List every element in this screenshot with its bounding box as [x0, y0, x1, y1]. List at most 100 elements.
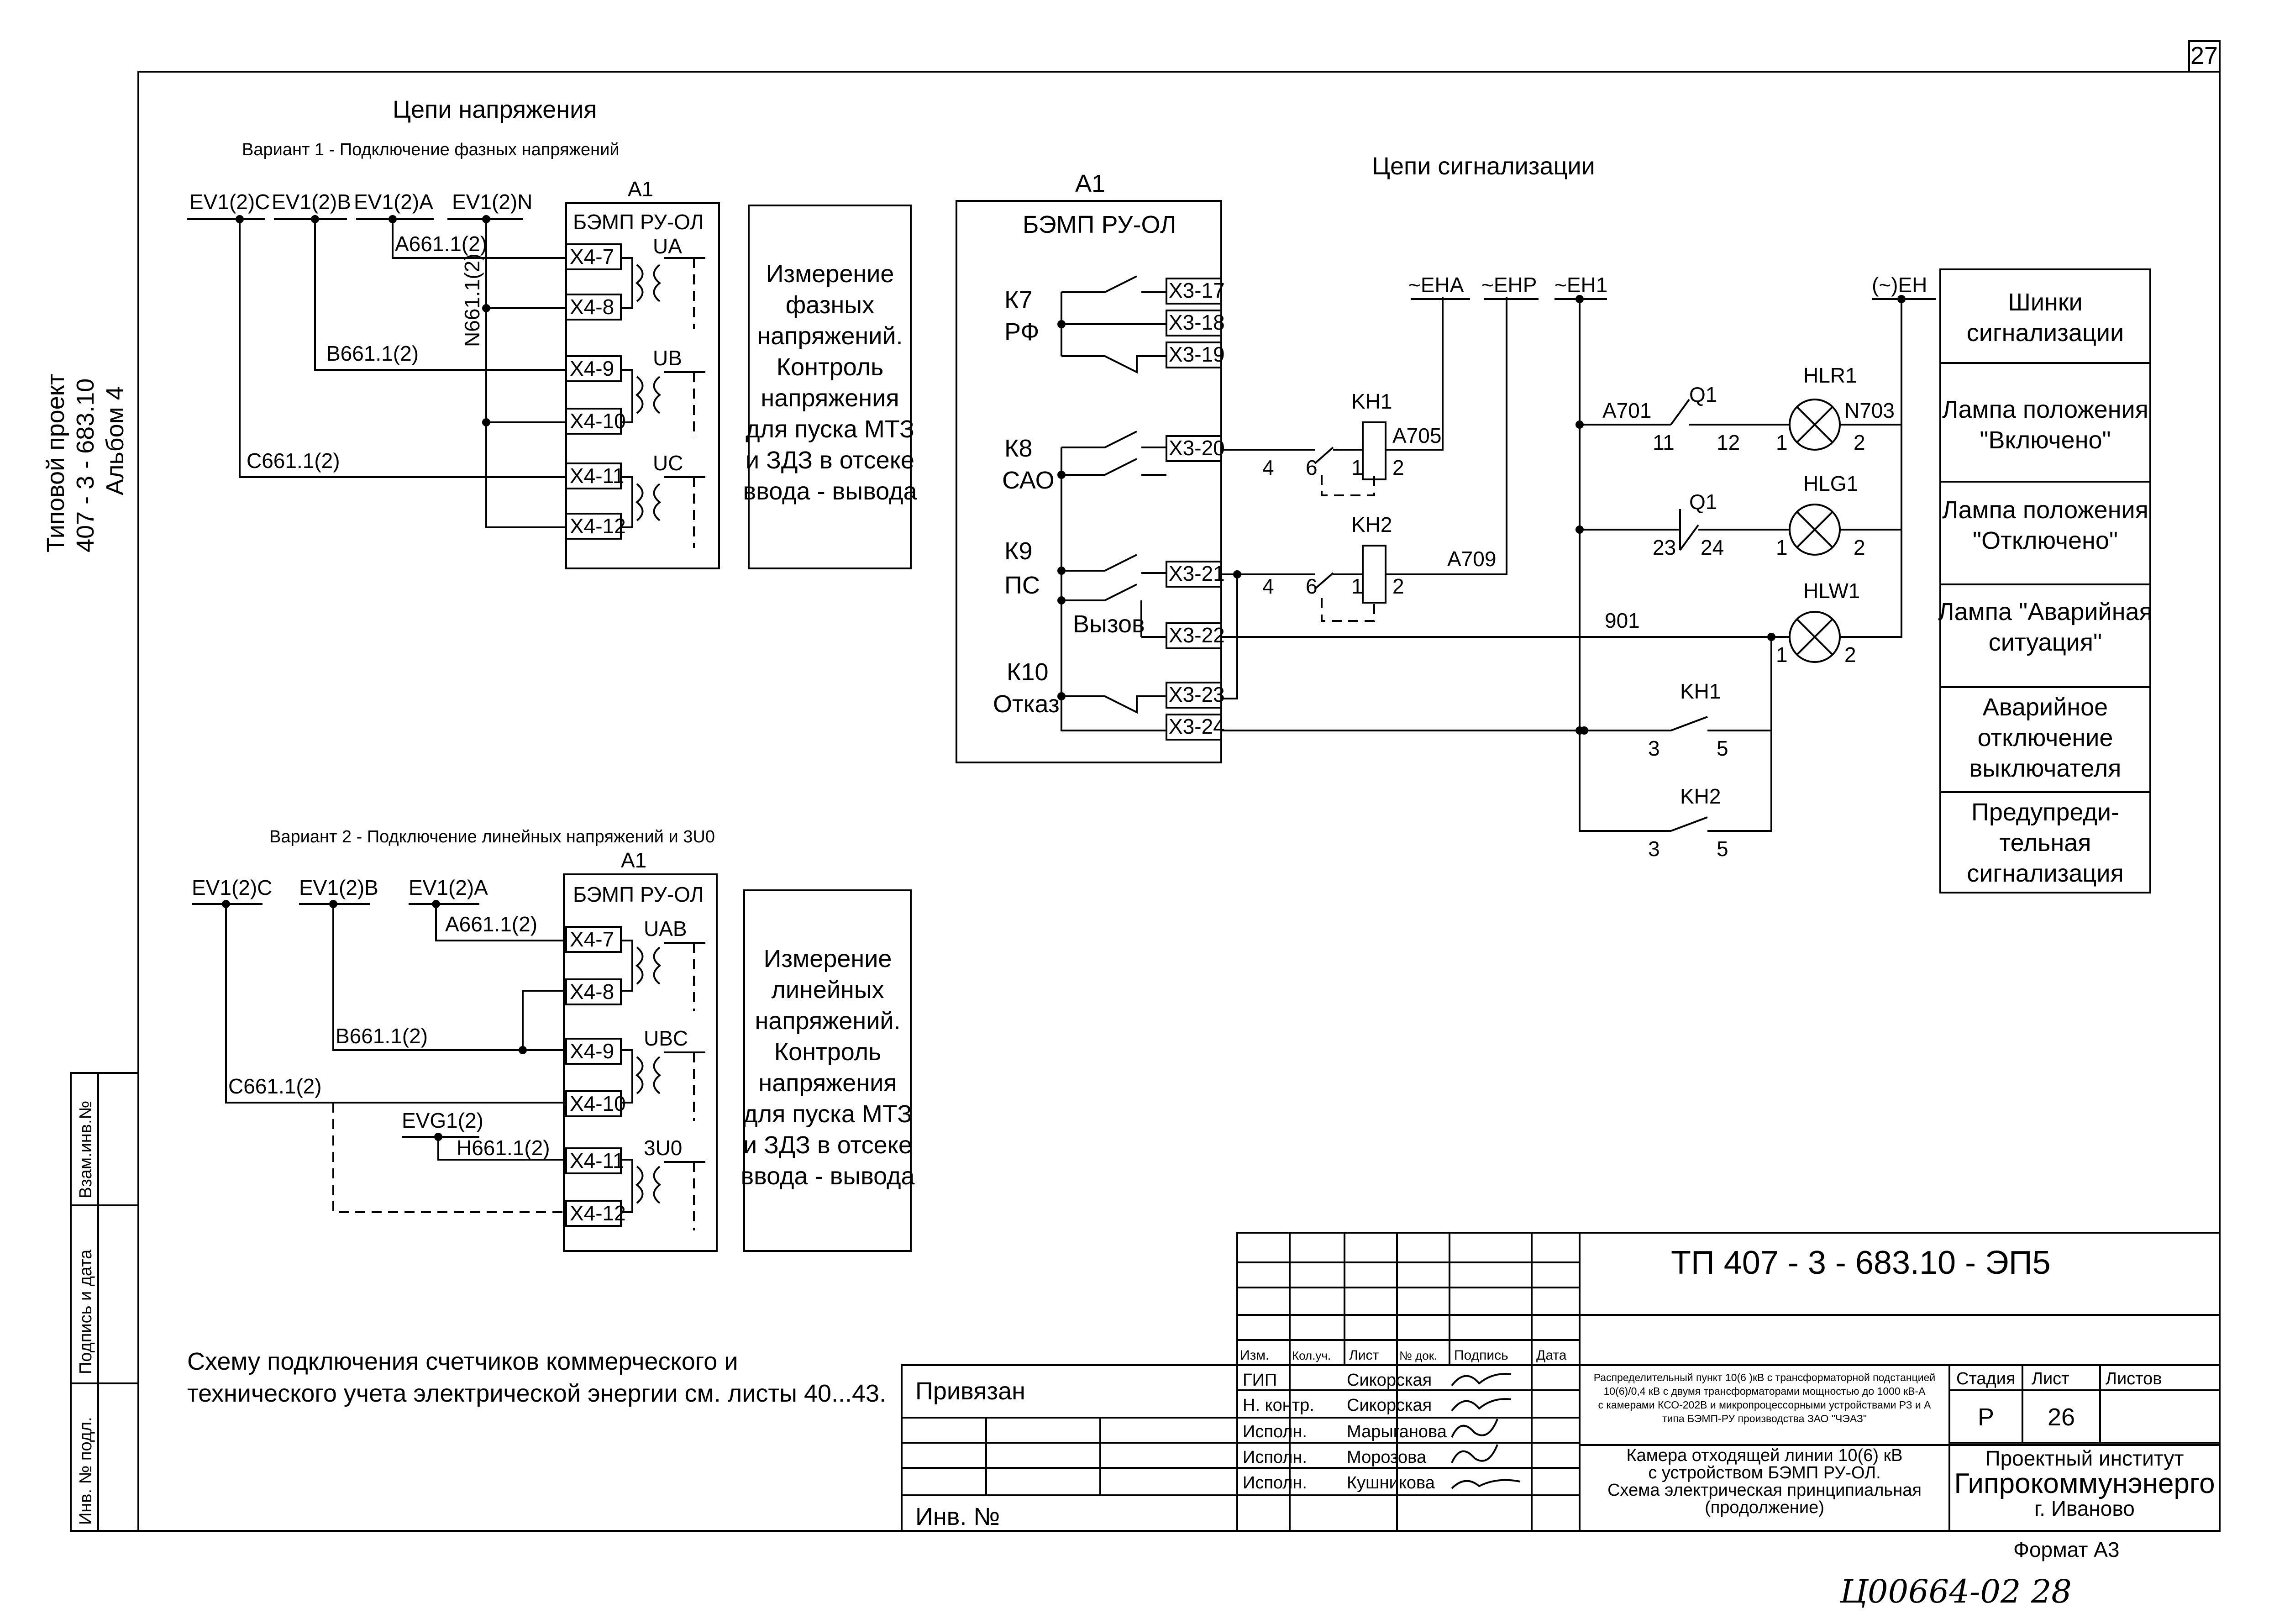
svg-text:Контроль: Контроль — [777, 353, 884, 381]
svg-text:напряжения: напряжения — [761, 384, 899, 412]
signal-circuits: Цепи сигнализации A1 БЭМП РУ-ОЛ К7 РФ К8… — [956, 152, 1936, 861]
terminal-x3-23: X3-23 — [1169, 683, 1225, 706]
relay-kh2-coil — [1362, 545, 1386, 604]
label-k9: К9 — [1004, 537, 1033, 565]
svg-text:2: 2 — [1854, 536, 1865, 559]
svg-text:"Включено": "Включено" — [1980, 426, 2111, 454]
terminal-x3-18: X3-18 — [1169, 310, 1225, 334]
bus-ev-a: EV1(2)A — [354, 190, 433, 214]
note-box-v1 — [748, 205, 912, 569]
svg-text:Морозова: Морозова — [1347, 1448, 1427, 1467]
svg-text:линейных: линейных — [771, 976, 884, 1004]
voltage-variant2: Вариант 2 - Подключение линейных напряже… — [192, 827, 915, 1252]
svg-text:отключение: отключение — [1978, 724, 2113, 752]
svg-text:24: 24 — [1701, 536, 1724, 559]
svg-text:3U0: 3U0 — [644, 1136, 682, 1160]
wire-n661: N661.1(2) — [460, 253, 484, 347]
stamp-vzam-label: Взам.инв.№ — [76, 1101, 95, 1198]
transformer-ubc: UBC — [621, 1026, 705, 1121]
device-a1-label-v2: A1 — [621, 848, 646, 872]
bus-ev-b: EV1(2)B — [272, 190, 351, 214]
svg-text:Лист: Лист — [1349, 1348, 1379, 1363]
footnote-line1: Схему подключения счетчиков коммерческог… — [187, 1348, 738, 1375]
svg-text:11: 11 — [1653, 431, 1675, 454]
stage-value: Р — [1978, 1403, 1994, 1431]
device-a1-box-v1 — [565, 202, 720, 569]
lamp-hlg1 — [1789, 504, 1841, 556]
wire-a661-v1: A661.1(2) — [395, 232, 487, 256]
svg-text:Контроль: Контроль — [774, 1038, 882, 1066]
device-a1-box-v2 — [563, 873, 718, 1252]
svg-text:Сикорская: Сикорская — [1347, 1371, 1432, 1390]
bus-ev-c: EV1(2)C — [189, 190, 270, 214]
svg-text:10(6)/0,4 кВ с двумя трансформ: 10(6)/0,4 кВ с двумя трансформаторами мо… — [1603, 1385, 1926, 1397]
svg-text:5: 5 — [1717, 736, 1728, 760]
side-stamp: Взам.инв.№ Подпись и дата Инв. № подл. — [70, 1072, 139, 1532]
svg-text:Альбом 4: Альбом 4 — [101, 386, 129, 495]
svg-text:1: 1 — [1351, 456, 1363, 479]
svg-text:Исполн.: Исполн. — [1243, 1473, 1307, 1493]
sheet-subject: Камера отходящей линии 10(6) кВ — [1626, 1446, 1902, 1465]
svg-text:Исполн.: Исполн. — [1243, 1422, 1307, 1441]
terminal-x3-19: X3-19 — [1169, 342, 1225, 366]
svg-text:3: 3 — [1648, 736, 1660, 760]
label-k7: К7 — [1004, 286, 1033, 314]
transformer-ua: UA — [621, 234, 705, 329]
bus-table-row1: Шинки — [2008, 289, 2082, 316]
wire-n703: N703 — [1844, 399, 1895, 422]
inv-label: Инв. № — [915, 1503, 1000, 1530]
wire-a701: A701 — [1602, 399, 1651, 422]
contact-kh2-label: KH2 — [1680, 784, 1721, 808]
device-a1-label-v1: A1 — [628, 177, 653, 201]
org-line2: Гипрокоммунэнерго — [1954, 1468, 2215, 1499]
terminal-x4-11: X4-11 — [570, 464, 624, 488]
terminal-x4-7: X4-7 — [570, 245, 614, 268]
variant1-label: Вариант 1 - Подключение фазных напряжени… — [242, 140, 620, 159]
relay-kh2-label: KH2 — [1351, 513, 1392, 536]
svg-text:с устройством БЭМП РУ-ОЛ.: с устройством БЭМП РУ-ОЛ. — [1648, 1463, 1880, 1482]
svg-text:UBC: UBC — [644, 1026, 688, 1050]
terminal-x3-24: X3-24 — [1169, 715, 1225, 738]
wire-c661-v1: C661.1(2) — [247, 449, 340, 473]
svg-text:Стадия: Стадия — [1956, 1369, 2016, 1388]
svg-text:2: 2 — [1392, 574, 1404, 598]
svg-text:сигнализация: сигнализация — [1967, 860, 2124, 887]
svg-text:напряжений.: напряжений. — [757, 322, 903, 350]
terminal-x4-12-v2: X4-12 — [570, 1201, 626, 1225]
svg-text:Схема электрическая принципиал: Схема электрическая принципиальная — [1607, 1481, 1922, 1500]
svg-text:напряжений.: напряжений. — [755, 1007, 900, 1035]
svg-text:для пуска МТЗ: для пуска МТЗ — [743, 1100, 912, 1128]
org-line3: г. Иваново — [2034, 1497, 2135, 1520]
svg-text:ввода - вывода: ввода - вывода — [740, 1162, 915, 1190]
svg-text:23: 23 — [1653, 536, 1676, 559]
label-rf: РФ — [1004, 318, 1039, 346]
relay-kh1-label: KH1 — [1351, 389, 1392, 413]
svg-text:Измерение: Измерение — [764, 945, 892, 972]
signal-device-box — [956, 200, 1222, 763]
lamp-hlr1 — [1789, 399, 1841, 451]
bus-ev-b-v2: EV1(2)B — [299, 876, 378, 899]
svg-text:6: 6 — [1306, 574, 1318, 598]
signal-device-name: БЭМП РУ-ОЛ — [1023, 211, 1176, 238]
signal-device-label: A1 — [1075, 170, 1105, 197]
bus-table-row6: Предупреди- — [1971, 799, 2119, 826]
svg-text:4: 4 — [1262, 456, 1274, 479]
bus-table-row2: Лампа положения — [1942, 396, 2148, 423]
svg-text:ГИП: ГИП — [1243, 1371, 1277, 1390]
terminal-x3-22: X3-22 — [1169, 623, 1225, 647]
privyazan-label: Привязан — [915, 1377, 1025, 1405]
wire-c661-v2: C661.1(2) — [228, 1074, 322, 1098]
svg-text:2: 2 — [1392, 456, 1404, 479]
svg-text:1: 1 — [1776, 643, 1788, 667]
svg-text:5: 5 — [1717, 837, 1728, 861]
svg-text:407 - 3 - 683.10: 407 - 3 - 683.10 — [72, 378, 99, 552]
terminal-x4-10-v2: X4-10 — [570, 1092, 626, 1115]
privyazan-block: Привязан Инв. № — [901, 1364, 1238, 1532]
contact-kh1-label: KH1 — [1680, 679, 1721, 703]
lamp-hlw1-label: HLW1 — [1803, 579, 1860, 603]
transformer-ub: UB — [621, 346, 705, 438]
bus-table-row3: Лампа положения — [1942, 496, 2148, 524]
terminal-x3-17: X3-17 — [1169, 279, 1225, 302]
svg-text:Дата: Дата — [1536, 1348, 1567, 1363]
terminal-x4-9: X4-9 — [570, 357, 614, 380]
